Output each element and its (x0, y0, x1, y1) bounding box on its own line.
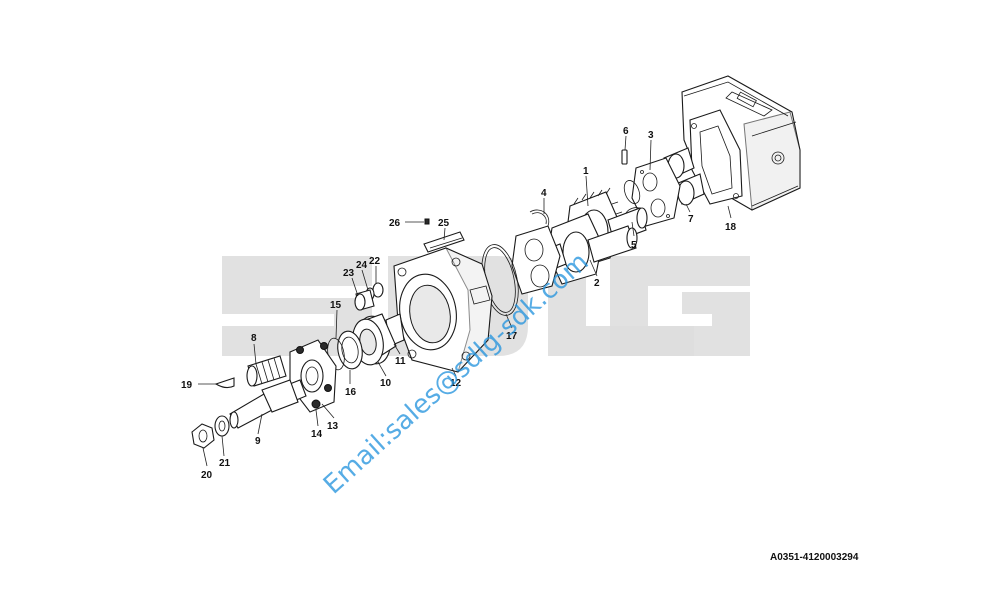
callout-14: 14 (311, 429, 323, 440)
part-nut-20 (191, 423, 215, 449)
callout-10: 10 (380, 378, 392, 389)
part-housing-18 (681, 75, 801, 211)
callout-22: 22 (369, 256, 381, 267)
callout-3: 3 (648, 130, 654, 141)
callout-4: 4 (541, 188, 547, 199)
part-shaft-9 (229, 379, 307, 429)
callout-5: 5 (631, 240, 637, 251)
callout-26: 26 (389, 218, 401, 229)
callout-21: 21 (219, 458, 231, 469)
callout-17: 17 (506, 331, 518, 342)
part-bolt-14 (311, 399, 321, 409)
callout-15: 15 (330, 300, 342, 311)
part-key-19 (214, 377, 235, 389)
callout-11: 11 (395, 356, 406, 367)
callout-1: 1 (583, 166, 589, 177)
callout-9: 9 (255, 436, 261, 447)
part-cover-12 (393, 246, 493, 373)
leader-lines (198, 135, 732, 467)
callout-6: 6 (623, 126, 629, 137)
part-sleeve-8 (246, 355, 287, 387)
callout-labels: 1 2 3 4 5 6 7 8 9 10 11 12 13 14 15 16 1… (181, 126, 737, 481)
callout-13: 13 (327, 421, 339, 432)
part-wear-plate (511, 225, 561, 295)
callout-7: 7 (688, 214, 694, 225)
part-washer-21 (214, 415, 230, 437)
part-bearing-10 (352, 313, 397, 366)
callout-19: 19 (181, 380, 193, 391)
part-plug-23 (354, 289, 375, 311)
callout-12: 12 (450, 378, 462, 389)
part-bracket-25 (423, 231, 465, 253)
part-pin-6 (621, 149, 628, 165)
part-bolt-26 (424, 218, 430, 225)
drawing-number: A0351-4120003294 (770, 552, 859, 563)
callout-25: 25 (438, 218, 450, 229)
callout-2: 2 (594, 278, 600, 289)
callout-20: 20 (201, 470, 213, 481)
callout-16: 16 (345, 387, 357, 398)
callout-8: 8 (251, 333, 257, 344)
part-seal-16 (337, 330, 363, 370)
callout-24: 24 (356, 260, 368, 271)
callout-23: 23 (343, 268, 355, 279)
callout-18: 18 (725, 222, 737, 233)
